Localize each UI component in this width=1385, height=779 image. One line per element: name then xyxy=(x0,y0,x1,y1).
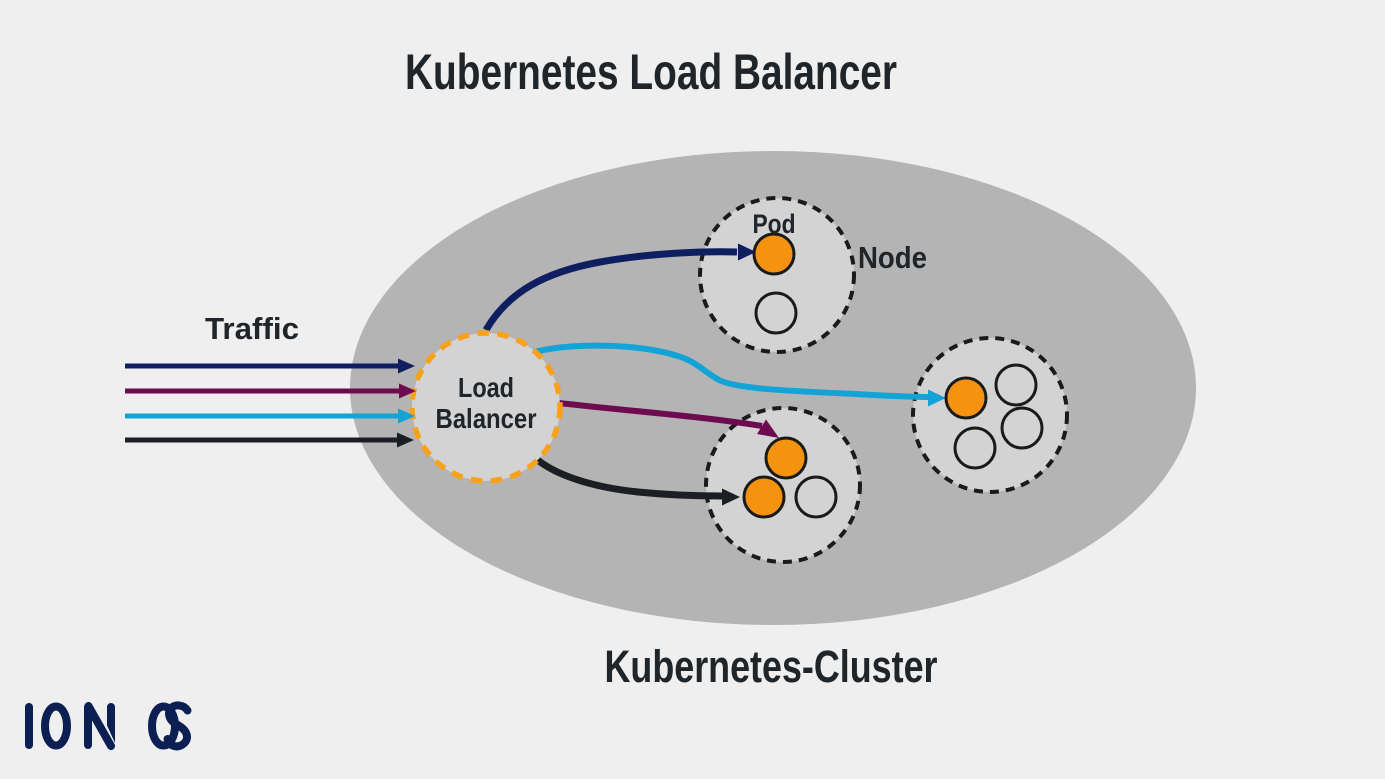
pod-active xyxy=(764,436,808,480)
node-top-pods xyxy=(752,232,798,335)
page-title: Kubernetes Load Balancer xyxy=(405,44,897,100)
lb-to-node-bottom-arrow-black xyxy=(530,453,740,506)
logo-letter-s xyxy=(163,701,192,751)
traffic-label: Traffic xyxy=(205,311,299,346)
pod-idle xyxy=(1000,406,1044,450)
pod-label: Pod xyxy=(753,209,796,239)
cluster-label: Kubernetes-Cluster xyxy=(605,641,938,692)
lb-to-node-right-arrow xyxy=(533,342,946,407)
traffic-arrow-cyan xyxy=(125,408,415,424)
node-right-pods xyxy=(944,363,1044,470)
traffic-arrow-navy xyxy=(125,358,415,374)
pod-idle xyxy=(953,426,997,470)
pod-idle xyxy=(994,363,1038,407)
lb-to-node-bottom-arrow-purple xyxy=(558,400,779,438)
pod-active xyxy=(742,475,786,519)
load-balancer-circle xyxy=(409,330,563,484)
pod-idle xyxy=(794,475,838,519)
pod-idle xyxy=(754,291,798,335)
load-balancer-label-line1: Load xyxy=(458,372,514,403)
node-bottom-middle-pods xyxy=(742,436,838,519)
node-label: Node xyxy=(858,240,927,275)
pod-active xyxy=(752,232,796,276)
lb-to-node-top-arrow xyxy=(482,243,756,332)
logo-letter-o1 xyxy=(41,702,71,750)
logo-letter-n xyxy=(84,700,116,750)
load-balancer-label-line2: Balancer xyxy=(436,403,537,434)
ionos-logo xyxy=(25,700,192,751)
pod-active xyxy=(944,376,988,420)
traffic-arrow-purple xyxy=(125,383,416,399)
node-right-circle xyxy=(911,336,1069,494)
traffic-arrow-black xyxy=(125,432,414,448)
node-bottom-middle-circle xyxy=(704,406,862,564)
